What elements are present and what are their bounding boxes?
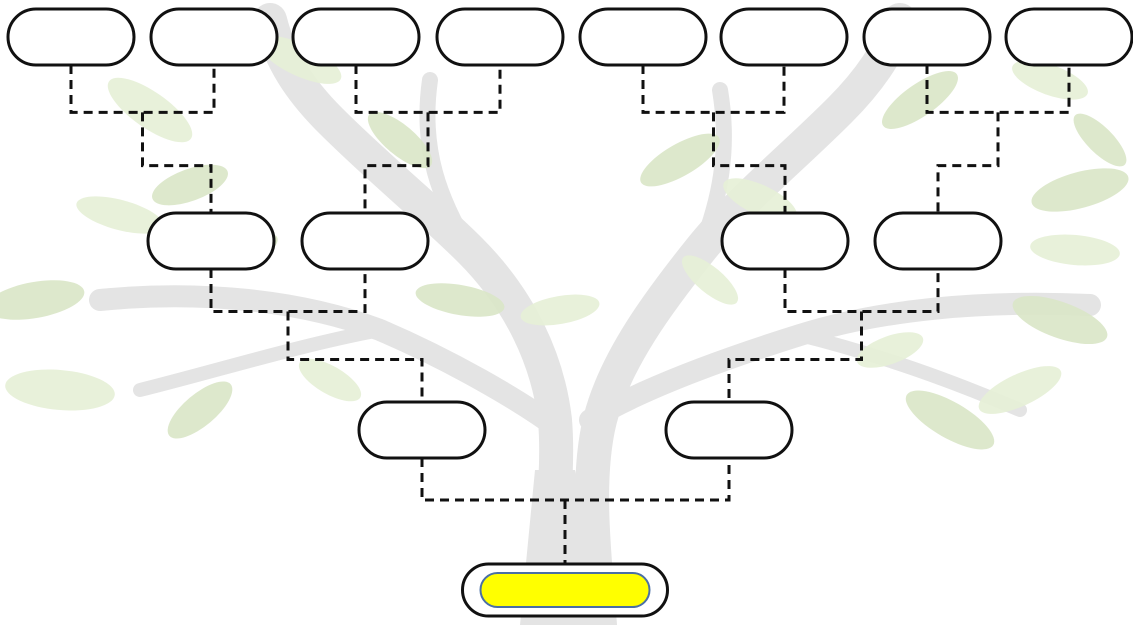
tree-leaf — [107, 77, 193, 143]
tree-leaf — [1012, 295, 1108, 345]
ancestor-box-gen-3 — [6, 7, 136, 67]
tree-leaf — [167, 381, 233, 439]
tree-leaf — [681, 255, 739, 305]
tree-leaf — [1073, 113, 1127, 167]
tree-leaf — [905, 390, 995, 450]
person-box-outline — [720, 211, 850, 271]
ancestor-box-gen-3 — [291, 7, 421, 67]
tree-leaf — [5, 369, 115, 411]
tree-leaf — [978, 366, 1062, 414]
tree-leaf — [152, 164, 228, 206]
person-box-outline — [149, 7, 279, 67]
tree-leaf — [856, 332, 924, 368]
tree-branch — [253, 3, 574, 625]
tree-leaf — [367, 111, 433, 169]
ancestor-box-gen-3 — [149, 7, 279, 67]
ancestor-box-gen-3 — [719, 7, 849, 67]
ancestor-box-gen-2 — [300, 211, 430, 271]
person-boxes — [6, 7, 1133, 618]
tree-leaf — [1031, 168, 1129, 212]
tree-leaf — [415, 283, 505, 317]
connector-line — [69, 65, 216, 213]
ancestor-box-gen-3 — [862, 7, 992, 67]
person-box-outline — [300, 211, 430, 271]
tree-leaf — [520, 294, 600, 326]
root-person-box — [461, 562, 669, 618]
tree-leaf — [298, 358, 362, 402]
person-box-outline — [357, 400, 487, 460]
root-highlight-fill — [479, 572, 651, 608]
tree-background-illustration — [0, 3, 1129, 625]
connector-line — [641, 65, 787, 213]
connector-line — [354, 65, 502, 213]
tree-leaf — [882, 71, 958, 129]
person-box-outline — [6, 7, 136, 67]
tree-leaf — [0, 280, 85, 320]
connector-line — [727, 269, 940, 402]
tree-branch — [692, 82, 732, 258]
ancestor-box-gen-1 — [664, 400, 794, 460]
person-box-outline — [291, 7, 421, 67]
ancestor-box-gen-2 — [720, 211, 850, 271]
ancestor-box-gen-1 — [357, 400, 487, 460]
ancestor-box-gen-2 — [873, 211, 1003, 271]
person-box-outline — [873, 211, 1003, 271]
ancestor-box-gen-3 — [435, 7, 565, 67]
tree-leaf — [76, 196, 164, 234]
ancestor-box-gen-3 — [578, 7, 708, 67]
person-box-outline — [435, 7, 565, 67]
tree-leaf — [258, 36, 342, 84]
tree-branch — [89, 285, 571, 441]
tree-branch — [419, 72, 478, 258]
person-box-outline — [578, 7, 708, 67]
person-box-outline — [719, 7, 849, 67]
person-box-outline — [1004, 7, 1133, 67]
tree-leaf — [1030, 234, 1120, 266]
connector-line — [209, 269, 424, 402]
tree-branch — [133, 323, 387, 397]
person-box-outline — [146, 211, 276, 271]
person-box-outline — [664, 400, 794, 460]
person-box-outline — [862, 7, 992, 67]
ancestor-box-gen-3 — [1004, 7, 1133, 67]
connector-line — [925, 65, 1071, 213]
connector-line — [420, 458, 731, 564]
connector-lines — [69, 65, 1071, 564]
tree-leaf — [723, 178, 797, 222]
tree-leaf — [640, 133, 720, 187]
ancestor-box-gen-2 — [146, 211, 276, 271]
